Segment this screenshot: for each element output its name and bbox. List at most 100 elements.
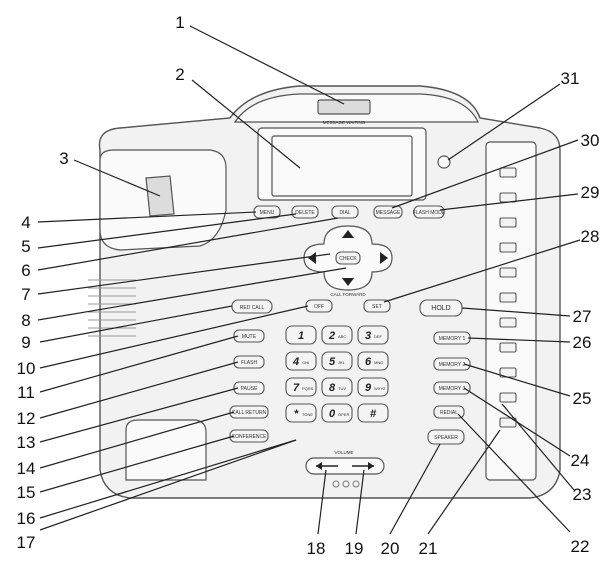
memory-2-button-label: MEMORY 2 <box>439 362 466 368</box>
menu-button-label: MENU <box>260 210 275 216</box>
check-button[interactable] <box>335 251 361 265</box>
callout-line-3 <box>73 159 161 197</box>
conference-button[interactable] <box>229 429 269 443</box>
keypad-key-0[interactable] <box>321 403 353 423</box>
one-touch-memory-button[interactable] <box>499 242 517 253</box>
keypad-key-5[interactable] <box>321 351 353 371</box>
microphone-hole <box>352 480 360 488</box>
keypad-key-1[interactable] <box>285 325 317 345</box>
flash-mode-button[interactable] <box>413 205 445 219</box>
memory-1-button-label: MEMORY 1 <box>439 336 466 342</box>
dial-button[interactable] <box>331 205 359 219</box>
keypad-key-digit: 4 <box>292 356 299 368</box>
conference-button-label: CONFERENCE <box>231 434 267 440</box>
keypad-key-hash[interactable] <box>357 403 389 423</box>
keypad-key-letters: MNO <box>374 360 383 365</box>
keypad-key-8[interactable] <box>321 377 353 397</box>
redial-button[interactable] <box>433 405 465 419</box>
one-touch-memory-button[interactable] <box>499 292 517 303</box>
callout-27: 27 <box>573 307 592 326</box>
callout-5: 5 <box>21 237 30 256</box>
keypad-key-letters: JKL <box>338 360 346 365</box>
new-call-light <box>437 155 451 169</box>
callout-line-7 <box>37 253 331 295</box>
one-touch-memory-button[interactable] <box>499 267 517 278</box>
callout-line-16 <box>39 439 297 519</box>
one-touch-memory-button[interactable] <box>499 417 517 428</box>
callout-line-6 <box>37 217 339 271</box>
keypad-key-letters: TONE <box>302 412 313 417</box>
one-touch-memory-button[interactable] <box>499 392 517 403</box>
callout-20: 20 <box>381 539 400 558</box>
call-forward-set-button[interactable] <box>363 299 391 313</box>
message-waiting-indicator <box>317 99 371 115</box>
keypad-key-star[interactable] <box>285 403 317 423</box>
keypad-key-4[interactable] <box>285 351 317 371</box>
redial-call-button-label: RED CALL <box>240 305 265 311</box>
speaker-grille <box>88 279 136 337</box>
one-touch-memory-button[interactable] <box>499 192 517 203</box>
pause-button[interactable] <box>233 381 265 395</box>
keypad-key-digit: # <box>370 408 377 420</box>
microphone-hole <box>332 480 340 488</box>
pause-button-label: PAUSE <box>241 386 258 392</box>
callout-3: 3 <box>59 149 68 168</box>
callout-30: 30 <box>581 131 600 150</box>
memory-3-button-label: MEMORY 3 <box>439 386 466 392</box>
keypad-key-letters: GHI <box>302 360 309 365</box>
mute-button[interactable] <box>233 329 265 343</box>
keypad-key-digit: 8 <box>329 382 336 394</box>
keypad-key-3[interactable] <box>357 325 389 345</box>
callout-21: 21 <box>419 539 438 558</box>
callout-6: 6 <box>21 261 30 280</box>
one-touch-memory-button[interactable] <box>499 217 517 228</box>
callout-25: 25 <box>573 389 592 408</box>
callout-22: 22 <box>571 537 590 556</box>
volume-label: VOLUME <box>334 450 353 455</box>
callout-line-17 <box>39 439 297 531</box>
nav-left-arrow[interactable] <box>308 252 316 264</box>
keypad-key-digit: * <box>294 408 299 420</box>
message-button[interactable] <box>373 205 403 219</box>
flash-button-label: FLASH <box>241 360 258 366</box>
nav-right-arrow[interactable] <box>380 252 388 264</box>
call-return-button-label: CALL RETURN <box>232 410 267 416</box>
nav-up-arrow[interactable] <box>342 230 354 238</box>
callout-11: 11 <box>17 383 35 402</box>
callout-29: 29 <box>581 183 600 202</box>
flash-mode-button-label: FLASH MODE <box>413 210 446 216</box>
keypad-key-digit: 7 <box>293 382 300 394</box>
delete-button[interactable] <box>291 205 319 219</box>
keypad-key-7[interactable] <box>285 377 317 397</box>
keypad-key-letters: ABC <box>338 334 346 339</box>
message-waiting-label: MESSAGE WAITING <box>323 120 366 125</box>
memory-2-button[interactable] <box>433 357 471 371</box>
keypad-key-letters: WXYZ <box>374 386 386 391</box>
one-touch-memory-button[interactable] <box>499 167 517 178</box>
call-return-button[interactable] <box>229 405 269 419</box>
callout-lines <box>37 25 581 535</box>
callout-19: 19 <box>345 539 364 558</box>
one-touch-memory-button[interactable] <box>499 342 517 353</box>
volume-down-button[interactable] <box>316 462 338 470</box>
keypad-key-9[interactable] <box>357 377 389 397</box>
callout-line-23 <box>501 403 575 491</box>
callout-line-31 <box>447 83 561 161</box>
callout-line-22 <box>457 413 571 533</box>
speaker-button[interactable] <box>427 429 465 445</box>
call-forward-off-label: OFF <box>314 304 324 310</box>
callout-line-5 <box>37 213 297 249</box>
callout-13: 13 <box>17 433 36 452</box>
callout-23: 23 <box>573 485 592 504</box>
one-touch-memory-button[interactable] <box>499 317 517 328</box>
flash-button[interactable] <box>233 355 265 369</box>
memory-3-button[interactable] <box>433 381 471 395</box>
callout-numbers: 1 2 3 4 5 6 7 8 9 10 11 12 13 14 15 16 1… <box>17 13 600 558</box>
volume-up-button[interactable] <box>352 462 374 470</box>
keypad-key-6[interactable] <box>357 351 389 371</box>
directory-card-strip <box>485 141 537 481</box>
callout-28: 28 <box>581 227 600 246</box>
callout-26: 26 <box>573 333 592 352</box>
keypad-key-2[interactable] <box>321 325 353 345</box>
nav-down-arrow[interactable] <box>342 278 354 286</box>
